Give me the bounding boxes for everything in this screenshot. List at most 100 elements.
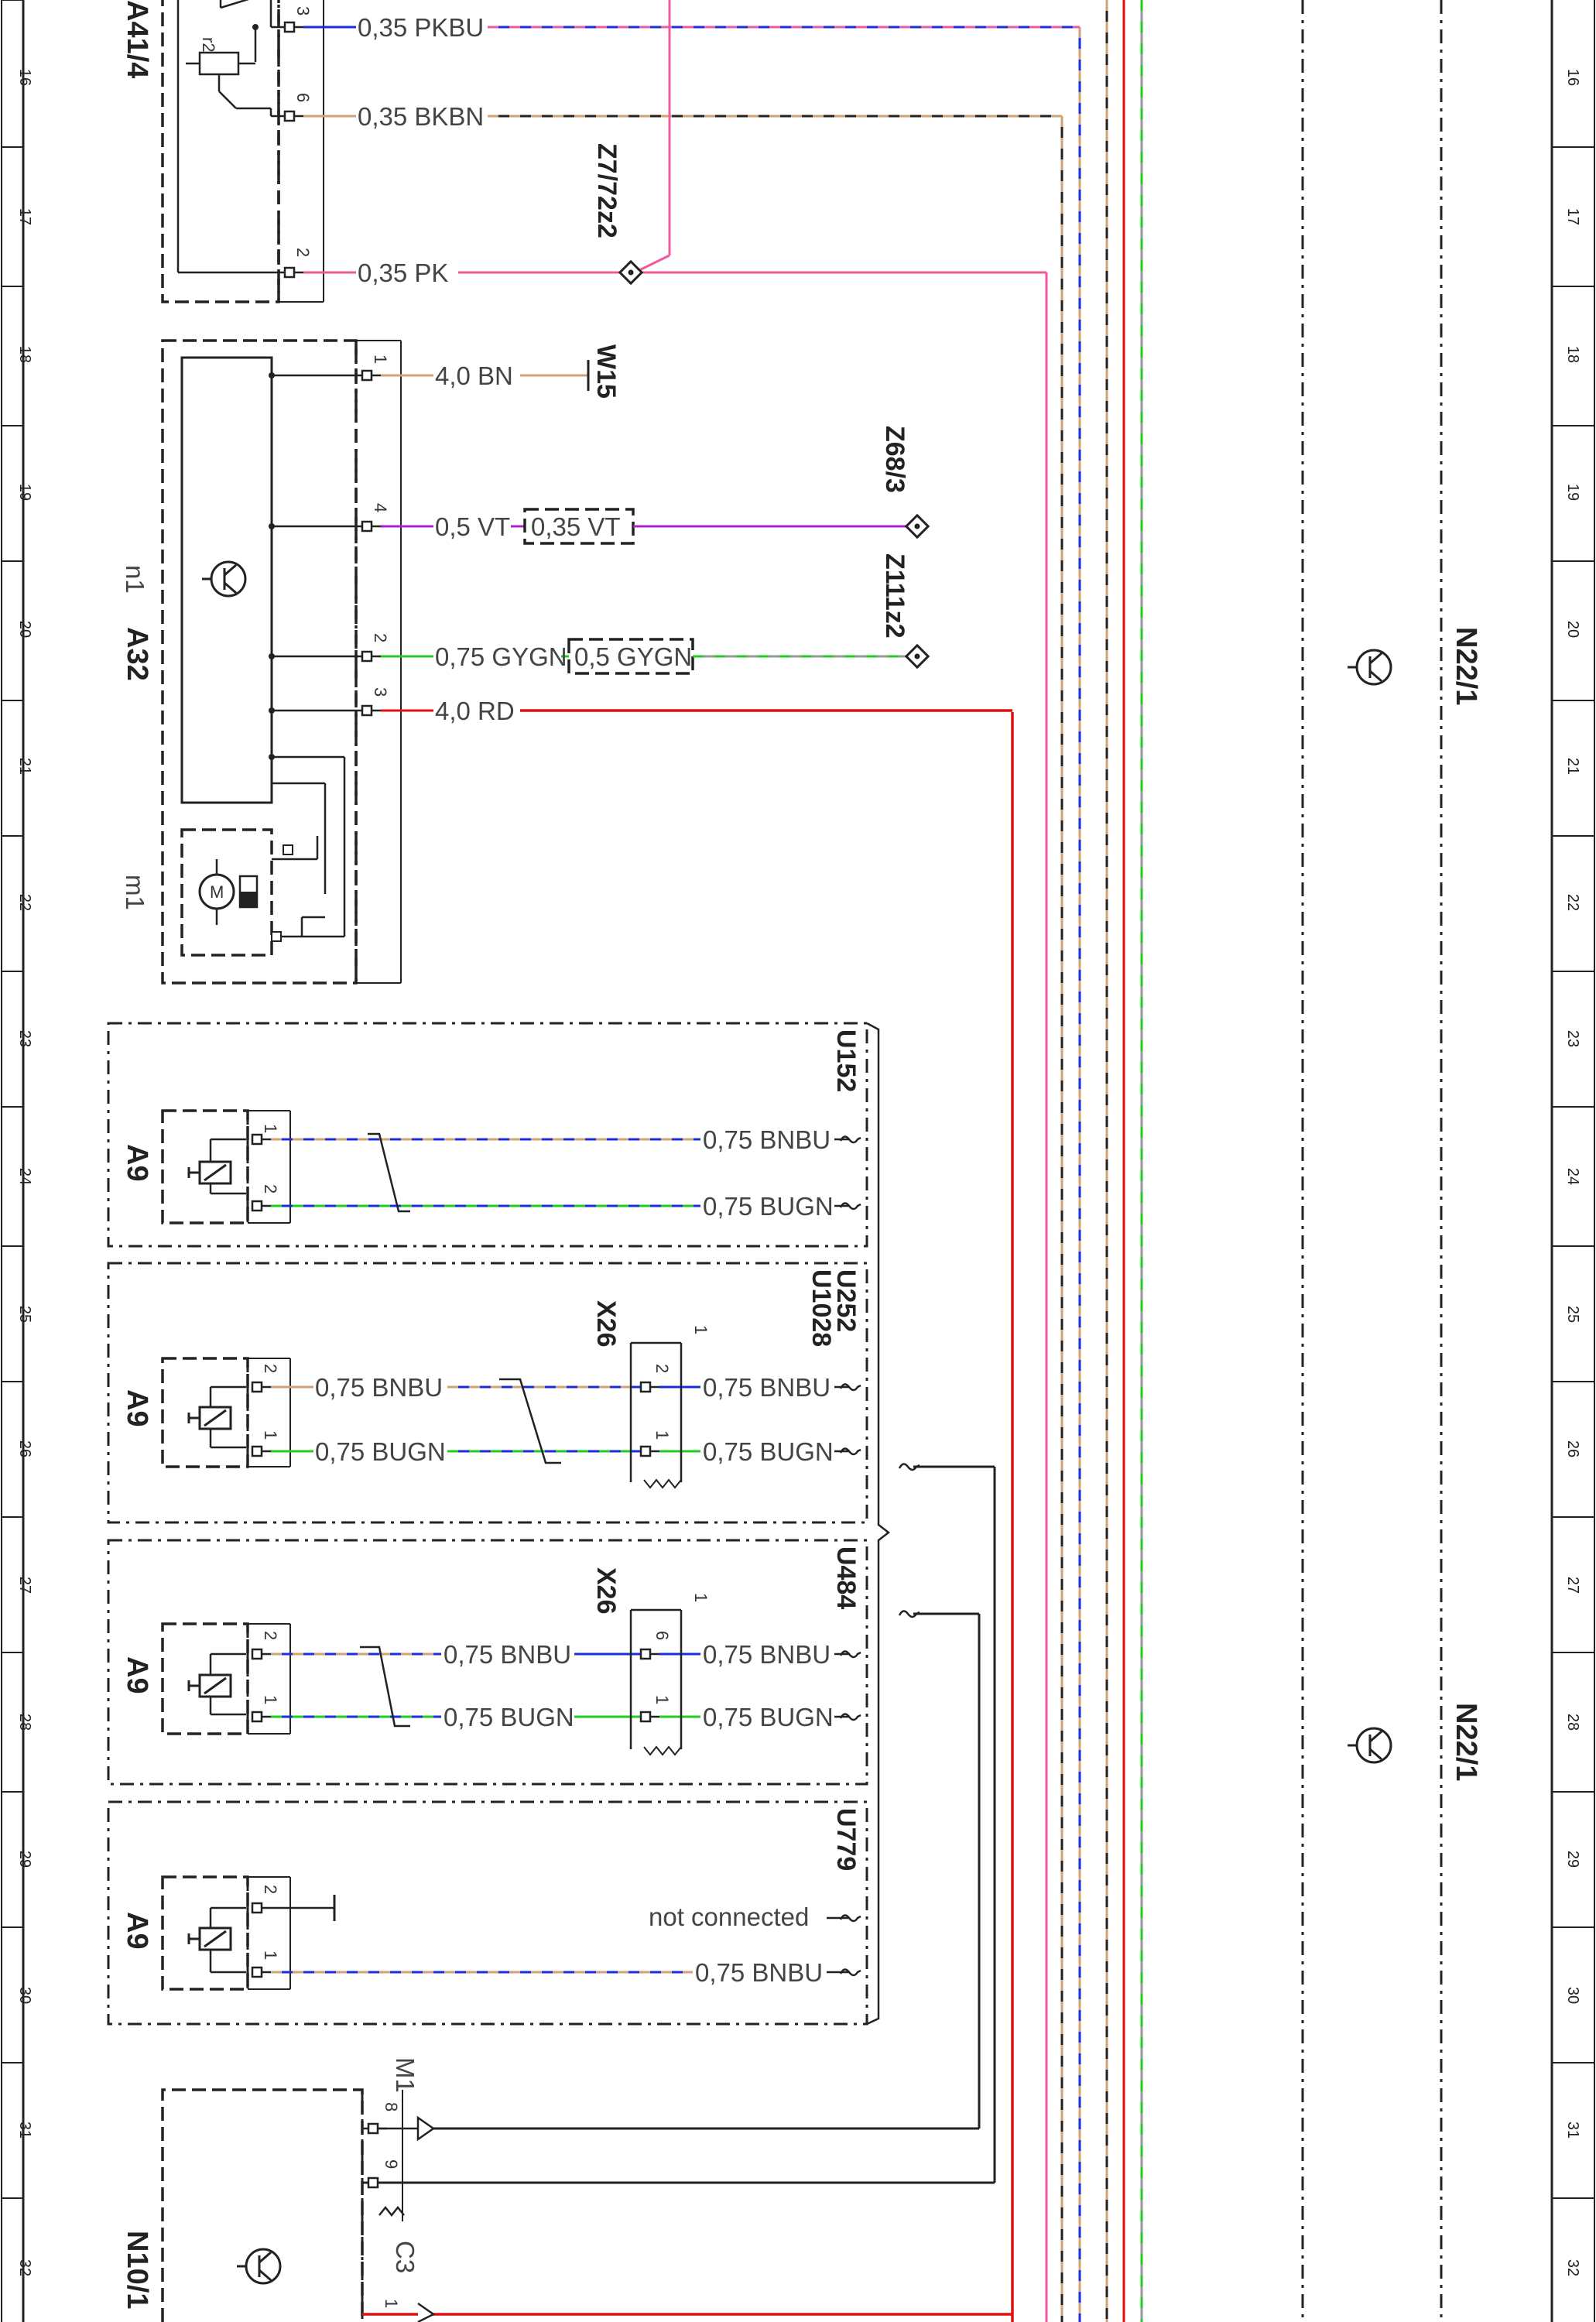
ruler-number: 31	[1564, 2122, 1581, 2139]
splice-icon	[905, 644, 930, 669]
wire-bnbu: 0,75 BNBU 0,75 BNBU	[271, 1640, 850, 1669]
u-group-boxes	[107, 1022, 891, 2026]
z111-label: Z111z2	[880, 553, 909, 639]
pin-number: 2	[261, 1364, 280, 1373]
u1028-label: U1028	[807, 1269, 836, 1347]
ruler-number: 21	[1564, 758, 1581, 775]
ruler-number: 29	[1564, 1851, 1581, 1868]
c3-plug-label: C3	[391, 2241, 420, 2273]
pin-number: 6	[293, 93, 313, 102]
ruler-number: 30	[16, 1987, 33, 2004]
a9-block	[161, 1875, 291, 1991]
n10-1-component	[161, 2088, 1012, 2322]
wire-pk: 0,35 PK	[303, 0, 1046, 287]
pin-number: 1	[261, 1124, 280, 1133]
pin-number: 3	[293, 6, 313, 15]
u152-label: U152	[831, 1029, 861, 1092]
wire-rd: 4,0 RD	[381, 697, 1012, 725]
wire-label: 0,35 PKBU	[358, 13, 484, 42]
pin-number: 1	[652, 1695, 672, 1704]
ruler-number: 21	[16, 758, 33, 775]
pin-number: 1	[691, 1325, 711, 1334]
ruler-number: 30	[1564, 1987, 1581, 2004]
pin-number: 1	[261, 1695, 280, 1704]
pin-number: 2	[261, 1885, 280, 1894]
ruler-number: 17	[16, 208, 33, 225]
pin-number: 1	[261, 1430, 280, 1440]
m1-plug-label: M1	[391, 2057, 420, 2093]
a32-label: A32	[121, 627, 153, 681]
ruler-number: 19	[1564, 484, 1581, 501]
wire-end-icon	[898, 1463, 921, 1471]
pin-number: 2	[293, 248, 313, 257]
pin-number: 2	[261, 1184, 280, 1194]
motor-icon: M	[210, 882, 224, 902]
signal-lines	[913, 1465, 996, 2183]
pin-number: 2	[371, 633, 390, 642]
ruler-number: 17	[1564, 208, 1581, 225]
ruler-number: 20	[1564, 621, 1581, 638]
a9-label: A9	[121, 1656, 153, 1694]
pin-number: 1	[371, 354, 390, 364]
wire-bugn: 0,75 BUGN 0,75 BUGN	[271, 1703, 850, 1731]
wire-bnbu: 0,75 BNBU	[271, 1125, 850, 1154]
wire-label: 0,35 BKBN	[358, 102, 484, 131]
ruler-number: 22	[16, 894, 33, 911]
n22-1-label: N22/1	[1450, 627, 1482, 705]
ruler-number: 32	[1564, 2259, 1581, 2276]
a9-block	[161, 1622, 291, 1735]
ruler-number: 25	[1564, 1306, 1581, 1323]
n22-1-label: N22/1	[1450, 1703, 1482, 1781]
splice-icon	[618, 260, 643, 285]
ruler-number: 29	[16, 1851, 33, 1868]
u252-label: U252	[831, 1269, 861, 1332]
ruler-number: 22	[1564, 894, 1581, 911]
ruler-number: 16	[1564, 69, 1581, 86]
z7-label: Z7/72z2	[592, 143, 622, 238]
ruler-number: 20	[16, 621, 33, 638]
ecu-icon	[1346, 649, 1392, 686]
relay-icon	[187, 1160, 232, 1185]
w15-label: W15	[591, 344, 621, 399]
ruler-number: 24	[1564, 1168, 1581, 1185]
ruler-number: 18	[16, 346, 33, 363]
pin-number: 2	[652, 1364, 672, 1373]
wire-label: 0,75 GYGN	[435, 642, 567, 671]
x26-label: X26	[591, 1300, 621, 1348]
relay-icon	[187, 1406, 232, 1430]
wire-label: 0,35 PK	[358, 259, 448, 287]
wire-bkbn: 0,35 BKBN	[303, 102, 1062, 131]
ruler-number: 32	[16, 2259, 33, 2276]
wire-label: 0,75 BNBU	[444, 1640, 571, 1669]
ecu-icon	[1346, 1727, 1392, 1764]
a9-label: A9	[121, 1144, 153, 1182]
ruler-number: 26	[16, 1440, 33, 1457]
x26-connector: 6 1 1	[629, 1593, 711, 1755]
right-ruler: 16 17 18 19 20 21 22 23 24 25 26 27 28 2…	[1550, 0, 1595, 2322]
ruler-number: 27	[16, 1577, 33, 1594]
n22-1-boundary	[1301, 0, 1443, 2322]
u779-label: U779	[831, 1808, 861, 1871]
a9-label: A9	[121, 1389, 153, 1427]
ruler-number: 31	[16, 2122, 33, 2139]
ecu-icon	[235, 2248, 282, 2285]
pin-number: 1	[261, 1950, 280, 1960]
ruler-number: 28	[16, 1714, 33, 1731]
left-ruler: 16 17 18 19 20 21 22 23 24 25 26 27 28 2…	[1, 0, 33, 2322]
a41-4-label: A41/4	[121, 0, 153, 78]
a9-label: A9	[121, 1912, 153, 1950]
pin-number: 1	[382, 2299, 401, 2308]
splice-icon	[905, 514, 930, 539]
wire-label: 0,75 BUGN	[703, 1192, 834, 1221]
wire-label: 0,75 BUGN	[315, 1437, 446, 1466]
ruler-number: 24	[16, 1168, 33, 1185]
wire-bnbu: 0,75 BNBU 0,75 BNBU	[271, 1373, 850, 1402]
u484-label: U484	[831, 1546, 861, 1609]
pin-number: 9	[382, 2159, 401, 2169]
wire-bugn: 0,75 BUGN 0,75 BUGN	[271, 1437, 850, 1466]
wire-label: 0,75 BNBU	[695, 1958, 823, 1987]
wire-gygn: 0,75 GYGN 0,5 GYGN	[381, 638, 909, 675]
wire-vt: 0,5 VT 0,35 VT	[381, 508, 909, 545]
wire-label: 4,0 BN	[435, 361, 513, 390]
